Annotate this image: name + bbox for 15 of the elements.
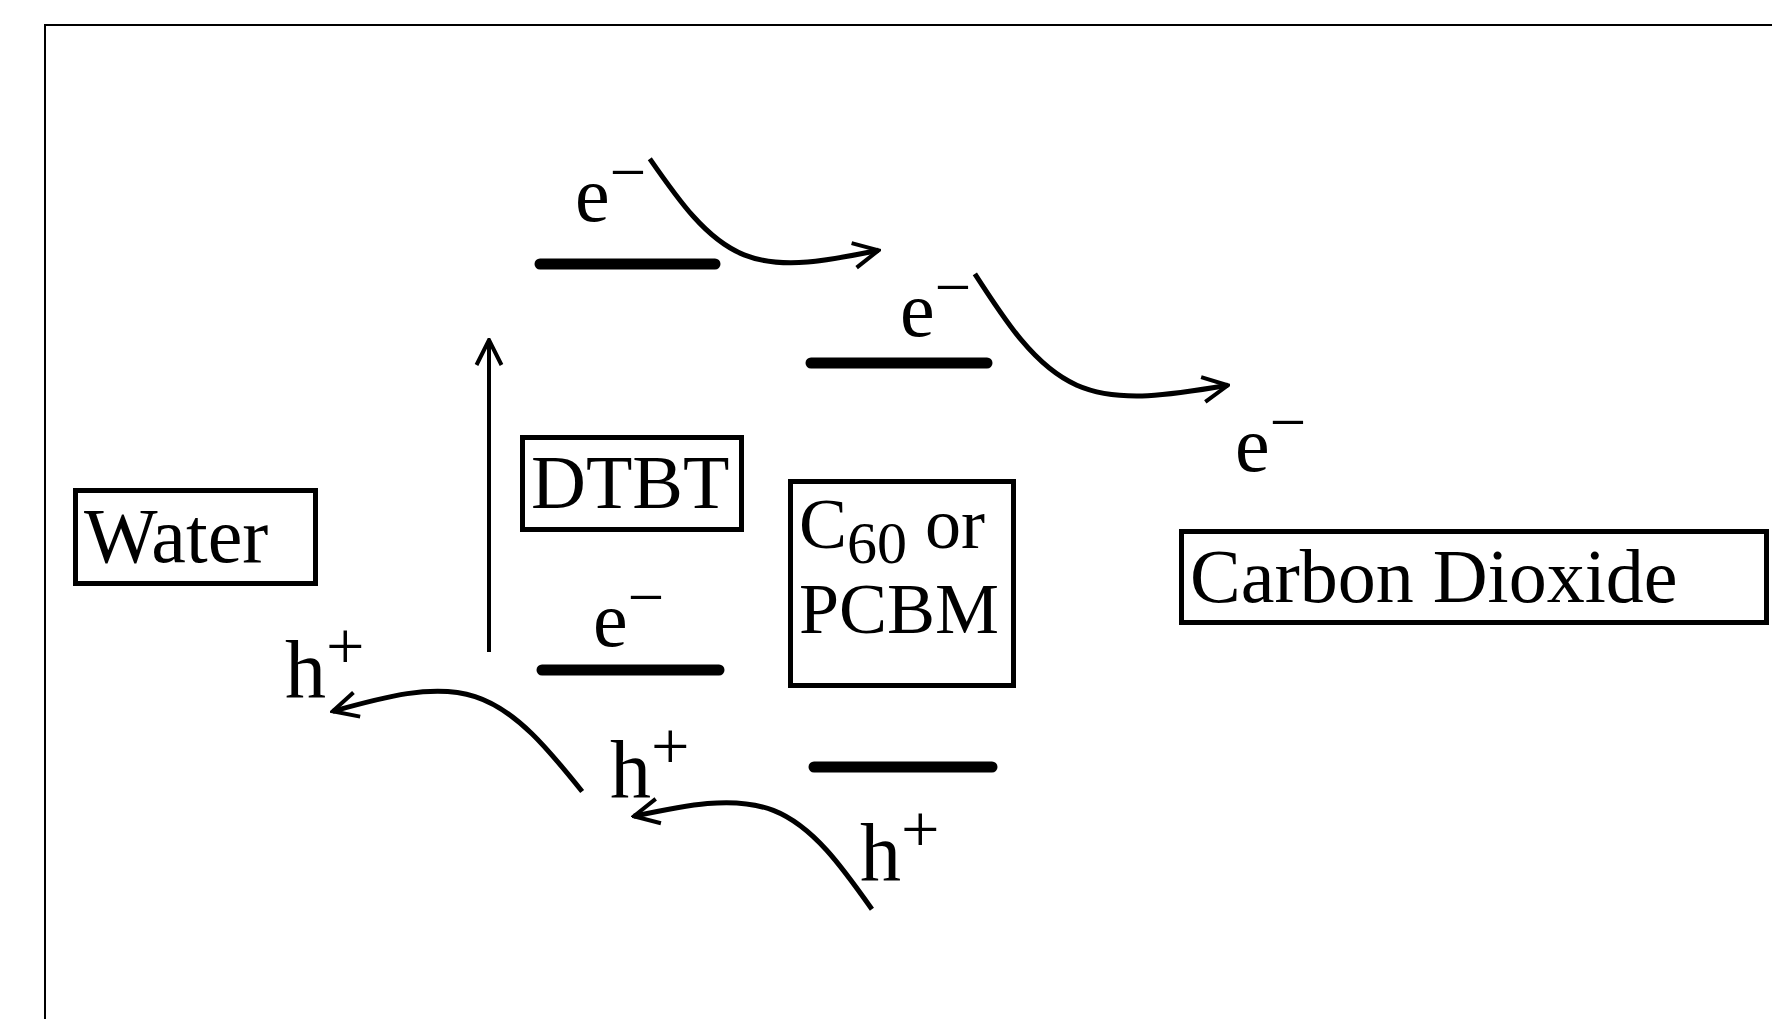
charge-carrier-label: h$^{+}$ [610, 712, 690, 812]
charge-carrier-label: e$^{−}$ [593, 565, 665, 659]
curved-arrow [972, 272, 1230, 404]
charge-carrier-label: h$^{+}$ [860, 795, 940, 895]
curved-arrow [647, 157, 881, 270]
material-box: DTBT [520, 435, 744, 532]
curved-arrow [330, 688, 585, 794]
curved-arrow [631, 796, 874, 911]
material-box: Carbon Dioxide [1179, 529, 1769, 625]
material-box: Water [73, 488, 318, 586]
material-box: C$_{60}$ or PCBM [788, 479, 1016, 688]
charge-carrier-label: e$^{−}$ [900, 255, 972, 349]
charge-carrier-label: e$^{−}$ [1235, 390, 1307, 484]
charge-carrier-label: e$^{−}$ [575, 140, 647, 234]
charge-carrier-label: h$^{+}$ [285, 612, 365, 712]
